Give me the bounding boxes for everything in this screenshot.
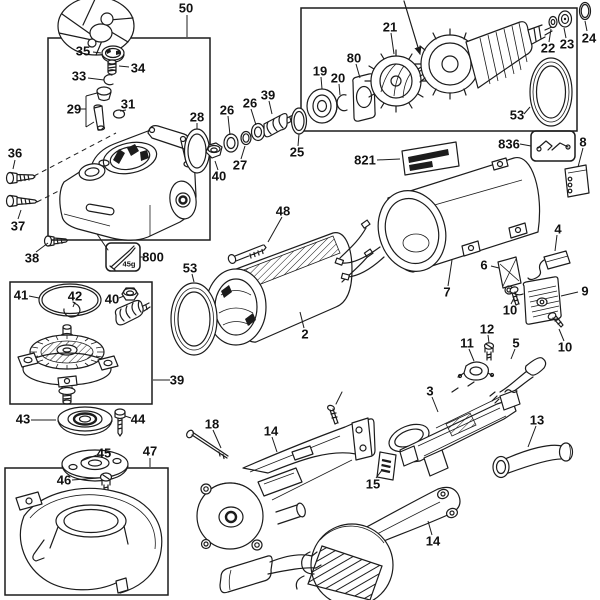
screw-10b	[547, 312, 564, 328]
wheel-guard	[15, 472, 163, 594]
cord-clamp-11	[457, 361, 495, 381]
impeller-fan	[57, 0, 135, 56]
side-handle	[492, 442, 574, 479]
worm-gear-39	[263, 112, 298, 138]
screw-48	[227, 244, 267, 264]
label-plate-15	[376, 451, 397, 481]
nameplate-821	[401, 141, 460, 176]
inner-flange-43	[57, 406, 113, 436]
callout-leader-lines	[12, 15, 588, 536]
field-coil	[205, 219, 374, 346]
screw-46	[99, 472, 113, 498]
baffle-80	[352, 73, 376, 122]
screw-44	[114, 408, 126, 437]
fan-21	[364, 49, 428, 113]
o-ring-31	[112, 109, 126, 119]
switch-assembly	[388, 342, 547, 477]
retaining-ring-33	[103, 74, 114, 86]
gear-assembly	[17, 283, 151, 405]
screw-38	[43, 235, 69, 247]
brush-clips-836	[536, 140, 571, 152]
motor-housing	[334, 141, 541, 281]
pointer-line	[403, 0, 422, 56]
gasket-ring-53b	[529, 57, 573, 127]
housing-lead-wires	[341, 246, 385, 278]
inductor-cylinder	[219, 551, 322, 594]
screw-12	[483, 342, 495, 361]
circlip-20	[336, 94, 348, 112]
retaining-ring-24	[578, 1, 592, 21]
clip-42	[63, 301, 81, 318]
bearing-23	[557, 10, 573, 28]
washer-22	[548, 15, 558, 29]
carbon-brush-4	[527, 250, 571, 281]
spindle-parts-row	[183, 107, 308, 174]
screw-10a	[509, 286, 520, 306]
gasket-ring-53a	[170, 282, 218, 356]
crown-gear	[17, 324, 119, 405]
armature-group-box	[300, 7, 578, 132]
hex-nut-40b	[121, 287, 139, 301]
grease-tube	[109, 245, 136, 271]
armature-rotor	[414, 21, 553, 100]
screw-37	[5, 194, 38, 208]
screw-unlabeled	[327, 391, 343, 425]
outer-flange-45	[61, 449, 129, 482]
worm-gear-39b	[114, 299, 151, 326]
o-ring-41	[38, 283, 102, 317]
gear-assembly-group-box	[9, 281, 153, 405]
capacitor-8	[564, 164, 590, 198]
bearing-cap-35	[101, 45, 125, 63]
screw-36	[5, 171, 36, 185]
brush-clip-box	[530, 130, 576, 162]
gearcase-housing	[33, 125, 197, 251]
plug-34	[107, 59, 117, 75]
upper-handle-housing	[186, 391, 397, 551]
oil-cap-29	[93, 86, 112, 131]
screw-18	[186, 429, 229, 460]
armature-assembly	[306, 0, 592, 127]
lower-handle-housing	[295, 486, 461, 600]
